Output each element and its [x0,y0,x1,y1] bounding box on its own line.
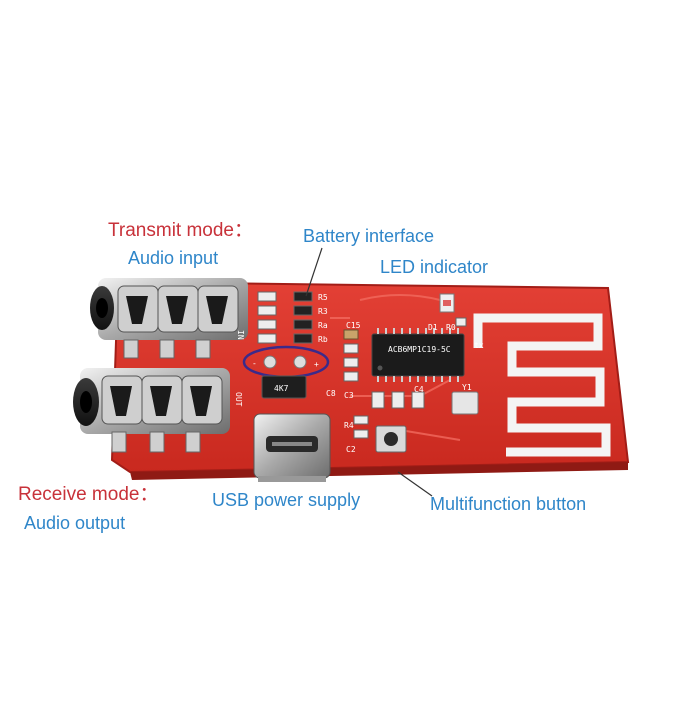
silk-in: IN [236,330,245,340]
silk-rb: Rb [318,335,328,344]
usb-power-supply-label: USB power supply [212,490,361,510]
regulator-chip: 4K7 [261,375,307,399]
usb-connector [253,413,331,482]
silk-out: OUT [234,392,243,407]
ic-marking: ACB6MP1C19-5C [388,345,451,354]
silk-c3: C3 [344,391,354,400]
capacitors-left: C15 C8 [326,321,361,398]
push-button [375,425,407,453]
leader-lines [305,247,433,497]
capacitors-right: C3 C4 R4 C2 [344,385,425,454]
silk-d1: D1 [428,323,438,332]
silk-c4: C4 [414,385,424,394]
audio-output-label: Audio output [24,513,126,533]
silk-r3: R3 [318,307,328,316]
antenna-trace [473,313,611,457]
regulator-marking: 4K7 [274,384,289,393]
silk-c8: C8 [326,389,336,398]
crystal: Y1 [451,383,479,415]
audio-jack-output [73,368,230,453]
led-component: D1 R0 tx [428,293,484,350]
silk-c2: C2 [346,445,356,454]
silk-tx: tx [474,341,484,350]
battery-interface-label: Battery interface [303,226,435,246]
silk-minus: - [252,359,257,368]
silk-ra: Ra [318,321,328,330]
silk-c15: C15 [346,321,361,330]
audio-jack-input [90,278,248,359]
silk-r4: R4 [344,421,354,430]
pcb-edge [130,462,628,480]
multifunction-button-label: Multifunction button [430,494,587,514]
transmit-mode-label: Transmit mode： [108,220,253,241]
silk-r5: R5 [318,293,328,302]
receive-mode-label: Receive mode： [18,484,159,505]
main-ic: ACB6MP1C19-5C [371,328,465,382]
silk-r0: R0 [446,323,456,332]
resistor-bank: R5 R3 Ra Rb [257,291,328,344]
led-indicator-label: LED indicator [380,257,489,277]
audio-input-label: Audio input [128,248,219,268]
silk-y1: Y1 [462,383,472,392]
silk-plus: + [314,360,319,369]
